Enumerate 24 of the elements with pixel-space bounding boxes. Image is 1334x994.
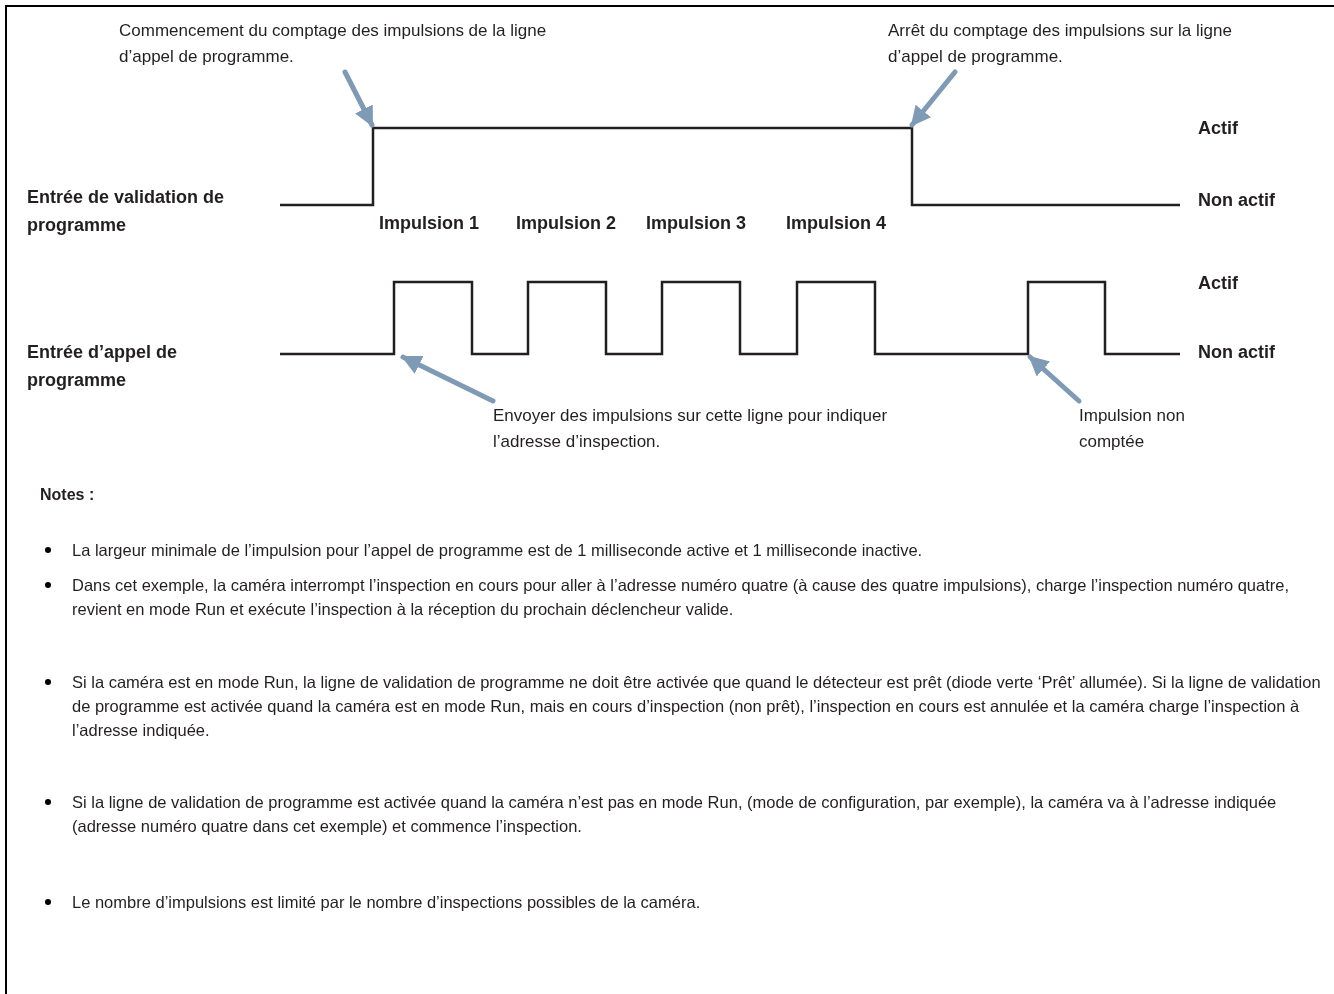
note-text: La largeur minimale de l’impulsion pour l’appel de programme est de 1 milliseconde active et 1 milliseconde inactive. (72, 540, 924, 561)
leader-arrow (909, 69, 958, 128)
leader-arrow (1027, 354, 1082, 404)
pulse-label: Impulsion 4 (786, 212, 886, 235)
pulse-label: Impulsion 3 (646, 212, 746, 235)
state-label: Actif (1198, 117, 1239, 140)
note-text: Si la ligne de validation de programme est activée quand la caméra n’est pas en mode Run, (mode de configuration, par exemple), la caméra va à l’adresse indiquée (adresse numéro quatre dans cet exemple) et commence l’inspection. (72, 792, 1278, 837)
leader-arrow (342, 69, 375, 128)
signal-name: Entrée de validation de programme (27, 186, 226, 237)
note-text: Le nombre d’impulsions est limité par le nombre d’inspections possibles de la caméra. (72, 892, 702, 913)
callout-text: Commencement du comptage des impulsions de la ligne d’appel de programme. (119, 20, 548, 68)
signal-name: Entrée d’appel de programme (27, 341, 179, 392)
callout-text: Impulsion non comptée (1079, 405, 1186, 453)
callout-text: Arrêt du comptage des impulsions sur la ligne d’appel de programme. (888, 20, 1233, 68)
pulse-label: Impulsion 1 (379, 212, 479, 235)
state-label: Non actif (1198, 189, 1276, 212)
state-label: Actif (1198, 272, 1239, 295)
state-label: Non actif (1198, 341, 1276, 364)
callout-text: Envoyer des impulsions sur cette ligne pour indiquer l’adresse d’inspection. (493, 405, 889, 453)
note-text: Dans cet exemple, la caméra interrompt l’inspection en cours pour aller à l’adresse numéro quatre (à cause des quatre impulsions), charge l’inspection numéro quatre, revient en mode Run et exécute l’inspection à la réception du prochain déclencheur valide. (72, 575, 1291, 620)
notes-heading: Notes : (40, 485, 96, 505)
pulse-label: Impulsion 2 (516, 212, 616, 235)
note-text: Si la caméra est en mode Run, la ligne de validation de programme ne doit être activée que quand le détecteur est prêt (diode verte ‘Prêt’ allumée). Si la ligne de validation de programme est activée quand la caméra est en mode Run, mais en cours d’inspection (non prêt), l’inspection en cours est annulée et la caméra charge l’inspection à l’adresse indiquée. (72, 672, 1322, 741)
leader-arrow (400, 354, 496, 404)
